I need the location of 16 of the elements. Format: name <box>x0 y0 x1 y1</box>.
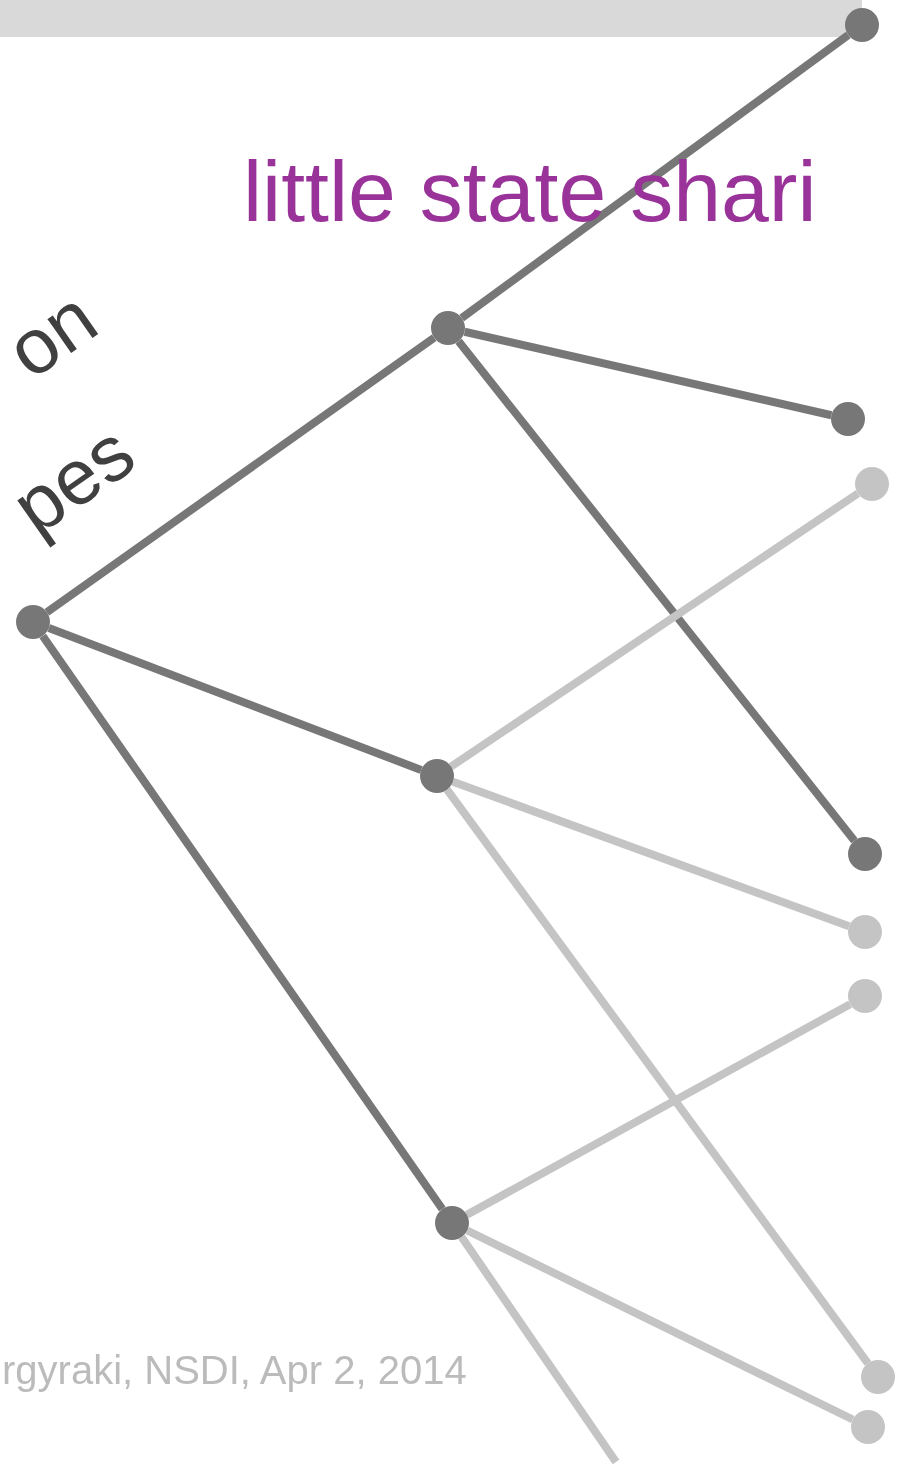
connector-line <box>459 31 851 322</box>
connector-line <box>455 338 858 844</box>
connector-line <box>464 1000 853 1219</box>
connector-line <box>47 624 423 774</box>
rotated-text: on <box>0 277 110 391</box>
footer-text: rgyraki, NSDI, Apr 2, 2014 <box>2 1350 467 1390</box>
title-text: little state shari <box>243 148 817 234</box>
connector-line <box>443 787 872 1366</box>
connector-line <box>44 334 437 616</box>
connector-line <box>465 1226 855 1424</box>
connector-line <box>451 778 851 930</box>
connector-line <box>463 327 833 420</box>
connector-line <box>458 1234 620 1464</box>
connector-line <box>39 633 446 1212</box>
rotated-text: pes <box>0 411 147 547</box>
connector-line <box>448 490 861 770</box>
